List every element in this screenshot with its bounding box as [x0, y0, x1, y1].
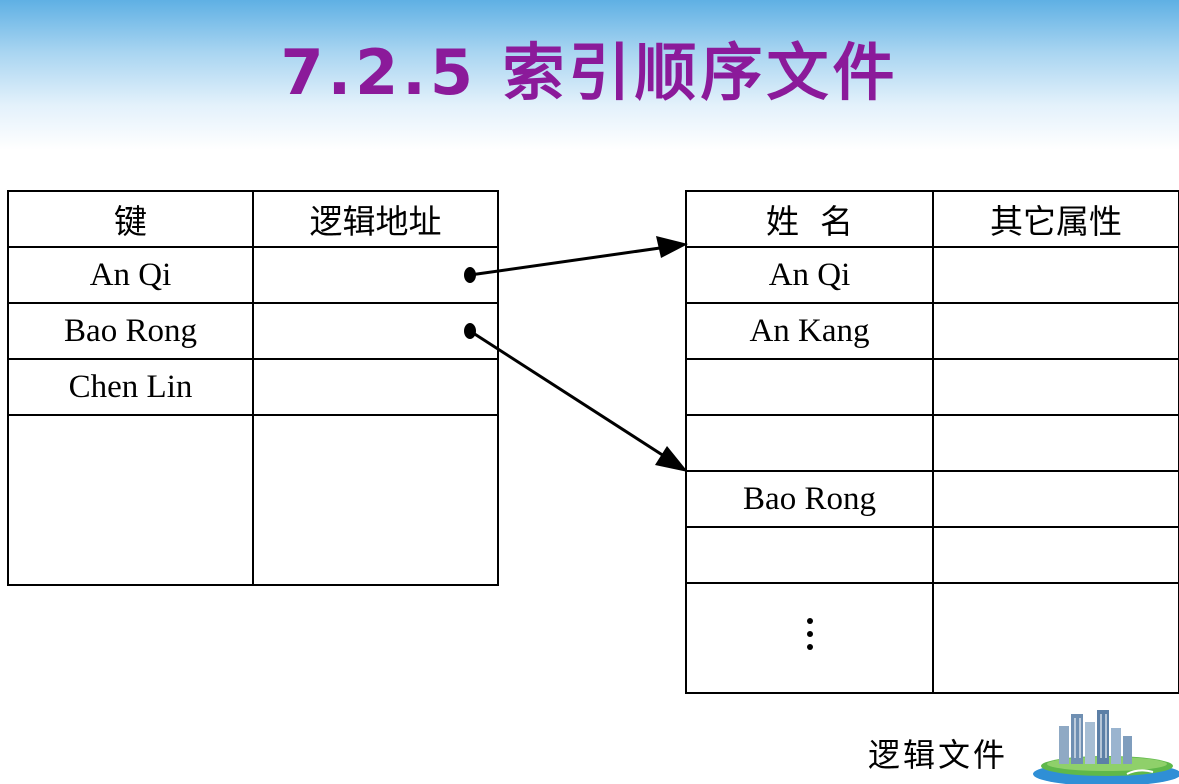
table-row: Bao Rong — [7, 302, 499, 360]
vertical-ellipsis-icon — [806, 611, 813, 657]
table-row — [685, 582, 1179, 694]
main-other-cell — [932, 246, 1179, 304]
index-addr-cell — [252, 246, 499, 304]
main-name-cell — [685, 414, 934, 472]
table-row: An Qi — [685, 246, 1179, 304]
main-header-name: 姓 名 — [685, 190, 934, 248]
main-file-table: 姓 名 其它属性 An Qi An Kang Bao Rong — [685, 190, 1179, 694]
index-header-row: 键 逻辑地址 — [7, 190, 499, 248]
index-key-cell: Chen Lin — [7, 358, 254, 416]
city-island-icon — [1033, 710, 1179, 784]
arrowhead-icon — [656, 236, 688, 258]
ellipsis-cell — [685, 582, 934, 694]
main-header-other: 其它属性 — [932, 190, 1179, 248]
main-header-row: 姓 名 其它属性 — [685, 190, 1179, 248]
main-other-cell — [932, 302, 1179, 360]
main-other-cell — [932, 414, 1179, 472]
table-row — [685, 414, 1179, 472]
main-name-cell: An Kang — [685, 302, 934, 360]
main-name-cell — [685, 358, 934, 416]
main-name-cell — [685, 526, 934, 584]
arrowhead-icon — [655, 446, 688, 472]
index-addr-cell — [252, 414, 499, 586]
index-key-cell: Bao Rong — [7, 302, 254, 360]
index-header-key: 键 — [7, 190, 254, 248]
table-row: An Kang — [685, 302, 1179, 360]
index-addr-cell — [252, 358, 499, 416]
table-row: Bao Rong — [685, 470, 1179, 528]
index-header-addr: 逻辑地址 — [252, 190, 499, 248]
main-other-cell — [932, 470, 1179, 528]
main-other-cell — [932, 582, 1179, 694]
table-row: An Qi — [7, 246, 499, 304]
table-row — [7, 414, 499, 586]
table-row — [685, 358, 1179, 416]
main-other-cell — [932, 358, 1179, 416]
header-band — [0, 0, 1179, 150]
index-table: 键 逻辑地址 An Qi Bao Rong Chen Lin — [7, 190, 499, 586]
table-row: Chen Lin — [7, 358, 499, 416]
index-key-cell: An Qi — [7, 246, 254, 304]
main-other-cell — [932, 526, 1179, 584]
index-addr-cell — [252, 302, 499, 360]
page-title: 7.2.5 索引顺序文件 — [280, 36, 899, 109]
table-row — [685, 526, 1179, 584]
footer-label: 逻辑文件 — [868, 736, 1009, 774]
main-name-cell: Bao Rong — [685, 470, 934, 528]
main-name-cell: An Qi — [685, 246, 934, 304]
index-key-cell — [7, 414, 254, 586]
